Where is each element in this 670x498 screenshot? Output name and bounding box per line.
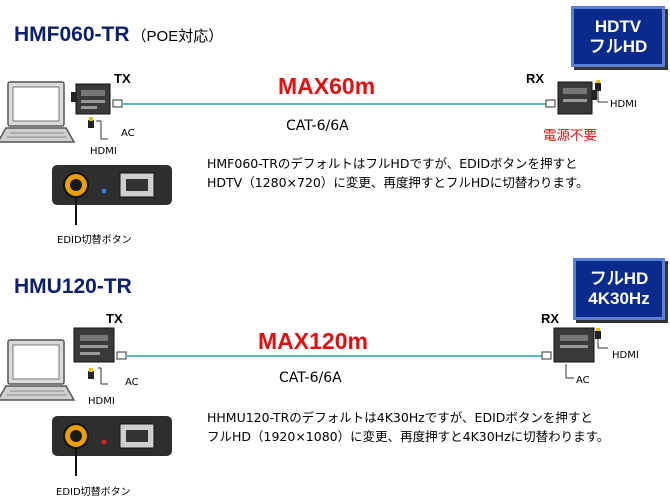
max-distance: MAX120m: [258, 328, 368, 354]
rx-label: RX: [526, 71, 545, 86]
tx-label: TX: [114, 71, 131, 86]
cat6-cable: [116, 351, 552, 360]
cable-type: CAT-6/6A: [286, 118, 349, 134]
rx-label: RX: [541, 311, 560, 326]
edid-button-label: EDID切替ボタン: [57, 235, 132, 246]
rx-unit-icon: [557, 81, 597, 115]
cat6-cable: [112, 99, 556, 108]
section1-note: HMF060-TRのデフォルトはフルHDですが、EDIDボタンを押すと HDTV…: [207, 154, 589, 192]
resolution-badge-1: HDTV フルHD: [571, 6, 665, 67]
resolution-badge-2: フルHD 4K30Hz: [573, 258, 665, 320]
rx-hdmi-plug-icon: [595, 80, 608, 103]
edid-device-icon: [52, 416, 172, 476]
tx-hdmi-label: HDMI: [88, 396, 115, 407]
tx-connectors-icon: [88, 117, 108, 140]
section2-note: HHMU120-TRのデフォルトは4K30Hzですが、EDIDボタンを押すと フ…: [207, 408, 609, 446]
laptop-icon: [0, 339, 76, 401]
badge-line-1: フルHD: [589, 269, 649, 288]
edid-button-label: EDID切替ボタン: [56, 487, 131, 498]
section1-title: HMF060-TR（POE対応）: [14, 24, 223, 45]
tx-ac-label: AC: [125, 377, 139, 388]
product-subtitle: （POE対応）: [131, 28, 224, 45]
note-line-2: HDTV（1280×720）に変更、再度押すとフルHDに切替わります。: [207, 175, 589, 190]
rx-hdmi-label: HDMI: [610, 99, 637, 110]
rx-power-note: 電源不要: [543, 128, 597, 144]
edid-device-icon: [52, 165, 172, 225]
badge-line-2: フルHD: [588, 36, 648, 56]
tx-hdmi-label: HDMI: [90, 146, 117, 157]
note-line-2: フルHD（1920×1080）に変更、再度押すと4K30Hzに切替わります。: [207, 429, 610, 444]
rx-hdmi-plug-icon: [595, 328, 608, 349]
tx-label: TX: [106, 311, 123, 326]
rx-ac-plug-icon: [565, 364, 574, 379]
product-name: HMF060-TR: [14, 23, 130, 46]
note-line-1: HHMU120-TRのデフォルトは4K30Hzですが、EDIDボタンを押すと: [207, 410, 593, 425]
tx-connectors-icon: [88, 367, 108, 385]
note-line-1: HMF060-TRのデフォルトはフルHDですが、EDIDボタンを押すと: [207, 156, 578, 171]
section2-title: HMU120-TR: [14, 275, 132, 298]
cable-type: CAT-6/6A: [279, 370, 342, 386]
tx-unit-icon: [73, 327, 115, 363]
rx-hdmi-label: HDMI: [612, 350, 639, 361]
max-distance: MAX60m: [278, 73, 376, 99]
rx-unit-icon: [553, 327, 595, 363]
badge-line-2: 4K30Hz: [588, 289, 650, 308]
tx-unit-icon: [71, 83, 111, 115]
badge-line-1: HDTV: [594, 16, 642, 36]
laptop-icon: [0, 81, 76, 143]
tx-ac-label: AC: [121, 128, 135, 139]
rx-ac-label: AC: [576, 375, 590, 386]
